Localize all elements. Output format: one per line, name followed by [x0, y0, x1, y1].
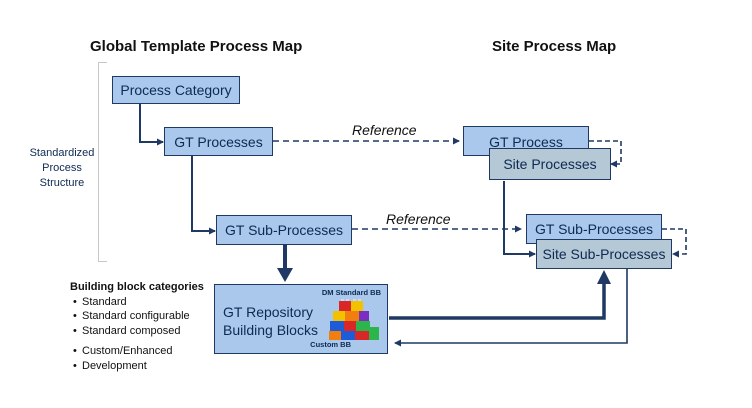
repository-label: GT Repository Building Blocks — [223, 303, 318, 339]
site-map-title: Site Process Map — [492, 38, 617, 55]
custom-categories-list: Custom/Enhanced Development — [70, 344, 204, 373]
site-sub-to-repository-arrow — [394, 269, 628, 347]
processes-to-subprocesses-arrow — [191, 156, 216, 235]
reference-label: Reference — [352, 122, 417, 138]
list-item: Development — [70, 359, 204, 374]
repository-label-line: Building Blocks — [223, 322, 318, 338]
gt-sub-processes-box: GT Sub-Processes — [216, 215, 352, 245]
repository-label-line: GT Repository — [223, 304, 313, 320]
gt-repository-box: DM Standard BB GT Repository Building Bl… — [214, 284, 388, 354]
standard-categories-list: Standard Standard configurable Standard … — [70, 295, 204, 339]
structure-bracket — [98, 62, 107, 262]
site-processes-to-site-sub-arrow — [503, 181, 536, 258]
lego-bricks-icon — [329, 299, 379, 340]
list-item: Standard configurable — [70, 309, 204, 324]
site-sub-processes-box: Site Sub-Processes — [536, 239, 672, 269]
dm-standard-bb-tag: DM Standard BB — [321, 288, 381, 297]
site-processes-box: Site Processes — [489, 148, 611, 180]
gt-sub-to-site-sub-loop — [662, 228, 687, 258]
global-map-title: Global Template Process Map — [90, 38, 303, 55]
standardized-structure-label: Standardized Process Structure — [24, 146, 100, 191]
side-label-line: Structure — [39, 177, 85, 189]
side-label-line: Standardized — [29, 147, 95, 159]
reference-label: Reference — [386, 211, 451, 227]
list-item: Standard — [70, 295, 204, 310]
gt-processes-box: GT Processes — [164, 127, 273, 156]
gt-process-to-site-processes-loop — [589, 140, 622, 168]
side-label-line: Process — [42, 162, 82, 174]
category-to-processes-arrow — [139, 104, 164, 146]
building-block-categories: Building block categories Standard Stand… — [70, 280, 204, 373]
custom-bb-tag: Custom BB — [310, 340, 351, 349]
list-item: Standard composed — [70, 324, 204, 339]
list-item: Custom/Enhanced — [70, 344, 204, 359]
categories-heading: Building block categories — [70, 281, 204, 293]
process-category-box: Process Category — [112, 76, 240, 104]
repository-to-site-sub-arrow — [389, 282, 606, 320]
